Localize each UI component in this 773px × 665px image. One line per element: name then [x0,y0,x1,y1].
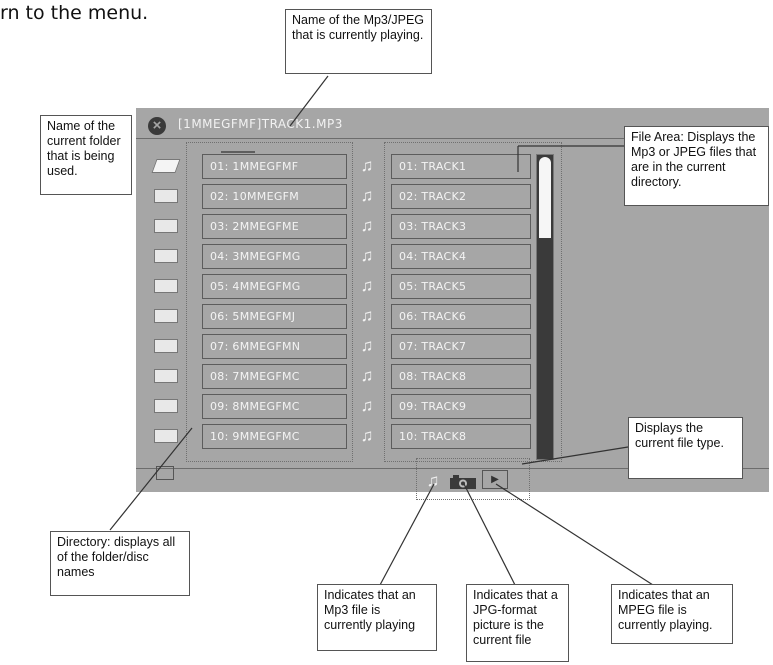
folder-item[interactable]: 10: 9MMEGFMC [202,424,347,449]
file-item[interactable]: 08: TRACK8 [391,364,531,389]
play-icon: ▶ [482,470,508,489]
callout-directory: Directory: displays all of the folder/di… [50,531,190,596]
file-item[interactable]: 06: TRACK6 [391,304,531,329]
folder-icon[interactable] [154,339,178,353]
footer-divider [136,468,769,469]
leader-jpg [463,483,516,586]
folder-icon[interactable] [154,189,178,203]
folder-item[interactable]: 09: 8MMEGFMC [202,394,347,419]
music-note-icon: ♫ [426,471,440,490]
callout-current-folder: Name of the current folder that is being… [40,115,132,195]
folder-icon[interactable] [154,279,178,293]
music-note-icon: ♫ [360,246,374,265]
now-playing-title: [1MMEGFMF]TRACK1.MP3 [178,117,343,131]
file-panel [384,142,562,462]
callout-mp3: Indicates that an Mp3 file is currently … [317,584,437,651]
callout-now-playing: Name of the Mp3/JPEG that is currently p… [285,9,432,74]
folder-icon[interactable] [154,369,178,383]
music-note-icon: ♫ [360,366,374,385]
callout-file-type: Displays the current file type. [628,417,743,479]
folder-item[interactable]: 07: 6MMEGFMN [202,334,347,359]
folder-icon[interactable] [154,309,178,323]
leader-mpeg [495,483,654,586]
close-icon[interactable]: × [148,117,166,135]
title-bar: × [1MMEGFMF]TRACK1.MP3 [136,108,769,138]
folder-icon[interactable] [154,429,178,443]
folder-icon[interactable] [154,249,178,263]
scroll-thumb[interactable] [539,157,551,238]
folder-item[interactable]: 04: 3MMEGFMG [202,244,347,269]
file-item[interactable]: 07: TRACK7 [391,334,531,359]
music-note-icon: ♫ [360,276,374,295]
leader-file-type [521,446,629,465]
music-note-icon: ♫ [360,156,374,175]
file-item[interactable]: 03: TRACK3 [391,214,531,239]
folder-item[interactable]: 05: 4MMEGFMG [202,274,347,299]
folder-icon[interactable] [154,219,178,233]
file-scrollbar[interactable] [536,154,554,460]
music-note-icon: ♫ [360,336,374,355]
file-item[interactable]: 05: TRACK5 [391,274,531,299]
music-note-icon: ♫ [360,426,374,445]
file-type-panel [416,458,530,500]
file-item[interactable]: 02: TRACK2 [391,184,531,209]
folder-item[interactable]: 02: 10MMEGFM [202,184,347,209]
directory-panel [186,142,353,462]
file-item[interactable]: 09: TRACK9 [391,394,531,419]
leader-now-playing [289,75,329,127]
music-note-icon: ♫ [360,306,374,325]
folder-icon[interactable] [154,399,178,413]
folder-item[interactable]: 08: 7MMEGFMC [202,364,347,389]
leader-mp3 [379,483,435,586]
title-divider [136,138,769,139]
callout-mpeg: Indicates that an MPEG file is currently… [611,584,733,644]
intro-text: rn to the menu. [0,2,149,24]
folder-item[interactable]: 03: 2MMEGFME [202,214,347,239]
leader-directory [109,427,193,531]
file-item[interactable]: 10: TRACK8 [391,424,531,449]
music-note-icon: ♫ [360,216,374,235]
folder-item[interactable]: 01: 1MMEGFMF [202,154,347,179]
file-item[interactable]: 04: TRACK4 [391,244,531,269]
folder-item[interactable]: 06: 5MMEGFMJ [202,304,347,329]
music-note-icon: ♫ [360,186,374,205]
callout-file-area: File Area: Displays the Mp3 or JPEG file… [624,126,769,206]
file-item[interactable]: 01: TRACK1 [391,154,531,179]
callout-jpg: Indicates that a JPG-format picture is t… [466,584,569,662]
music-note-icon: ♫ [360,396,374,415]
